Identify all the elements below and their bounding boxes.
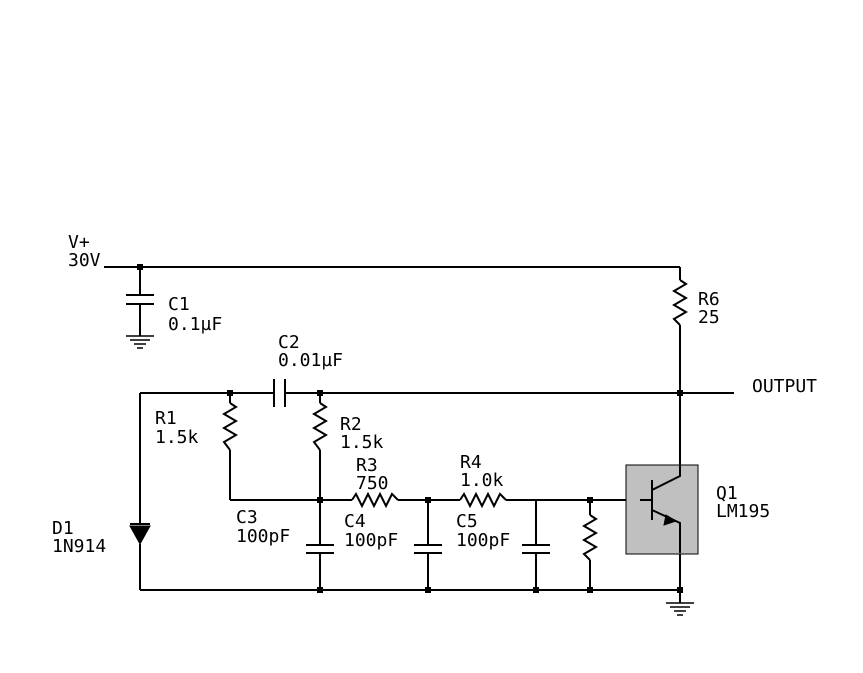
- junction-dots: [137, 264, 683, 593]
- c4-ref-label: C4: [344, 511, 366, 532]
- capacitor-c3: [306, 544, 334, 554]
- junction-dot: [425, 497, 431, 503]
- transistor-emitter-arrow: [663, 514, 678, 526]
- junction-dot: [227, 390, 233, 396]
- diode-d1: [129, 523, 151, 546]
- junction-dot: [587, 497, 593, 503]
- capacitor-c1: [126, 294, 154, 305]
- q1-ref-label: Q1: [716, 483, 738, 504]
- r6-value-label: 25: [698, 307, 720, 328]
- c3-value-label: 100pF: [236, 526, 290, 547]
- r6-ref-label: R6: [698, 289, 720, 310]
- c2-ref-label: C2: [278, 332, 300, 353]
- c5-value-label: 100pF: [456, 530, 510, 551]
- junction-dot: [317, 497, 323, 503]
- resistor-r6: [672, 279, 688, 326]
- q1-value-label: LM195: [716, 501, 770, 522]
- junction-dot: [533, 587, 539, 593]
- capacitor-c5: [522, 544, 550, 554]
- junction-dot: [317, 587, 323, 593]
- resistor-r2: [312, 402, 328, 451]
- r4-ref-label: R4: [460, 452, 482, 473]
- supply-value-label: 30V: [68, 250, 101, 271]
- r1-ref-label: R1: [155, 408, 177, 429]
- c2-value-label: 0.01µF: [278, 350, 343, 371]
- capacitor-c2: [273, 379, 286, 407]
- r3-value-label: 750: [356, 473, 389, 494]
- resistor-r1: [222, 402, 238, 451]
- resistor-r3: [351, 491, 399, 509]
- c1-ref-label: C1: [168, 294, 190, 315]
- d1-value-label: 1N914: [52, 536, 106, 557]
- r4-value-label: 1.0k: [460, 470, 504, 491]
- r1-value-label: 1.5k: [155, 427, 199, 448]
- c4-value-label: 100pF: [344, 530, 398, 551]
- junction-dot: [677, 587, 683, 593]
- transistor-q1: [625, 464, 699, 555]
- labels: V+ 30V C1 0.1µF C2 0.01µF R6 25 OUTPUT R…: [52, 232, 817, 557]
- capacitor-c4: [414, 544, 442, 554]
- resistor-r4: [459, 491, 507, 509]
- ground-symbol: [666, 602, 694, 616]
- r3-ref-label: R3: [356, 455, 378, 476]
- junction-dot: [137, 264, 143, 270]
- resistor-unlabeled: [582, 514, 598, 561]
- junction-dot: [587, 587, 593, 593]
- c1-value-label: 0.1µF: [168, 314, 222, 335]
- output-label: OUTPUT: [752, 376, 817, 397]
- transistor-body: [625, 464, 699, 555]
- r2-value-label: 1.5k: [340, 432, 384, 453]
- c3-ref-label: C3: [236, 507, 258, 528]
- ground-symbol: [126, 335, 154, 349]
- d1-ref-label: D1: [52, 518, 74, 539]
- junction-dot: [317, 390, 323, 396]
- junction-dot: [425, 587, 431, 593]
- supply-name-label: V+: [68, 232, 90, 253]
- junction-dot: [677, 390, 683, 396]
- r2-ref-label: R2: [340, 414, 362, 435]
- c5-ref-label: C5: [456, 511, 478, 532]
